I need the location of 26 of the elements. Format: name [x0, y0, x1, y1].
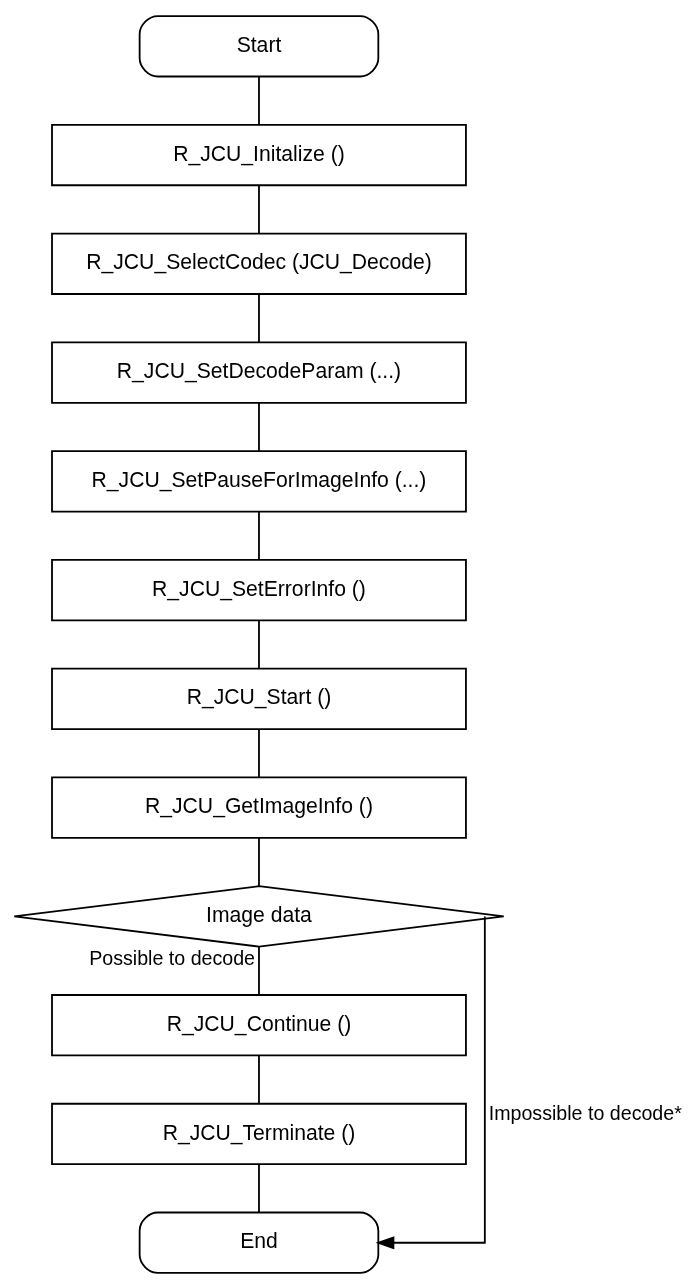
- connector: [258, 1054, 260, 1104]
- connector: [258, 727, 260, 778]
- connector: [258, 75, 260, 125]
- connector: [258, 292, 260, 343]
- node-box: R_JCU_Continue (): [51, 993, 467, 1056]
- node-diamond: Image data: [13, 884, 505, 948]
- node-box: R_JCU_Terminate (): [51, 1102, 467, 1165]
- connector: [258, 1162, 260, 1213]
- node-box: R_JCU_Initalize (): [51, 123, 467, 186]
- node-box: R_JCU_SetPauseForImageInfo (...): [51, 449, 467, 512]
- node-box: R_JCU_SelectCodec (JCU_Decode): [51, 232, 467, 295]
- node-box: End: [138, 1211, 380, 1274]
- arrow: [375, 915, 486, 1249]
- node-box: R_JCU_GetImageInfo (): [51, 776, 467, 839]
- connector: [258, 510, 260, 560]
- node-box: Start: [138, 14, 380, 77]
- node-box: R_JCU_Start (): [51, 667, 467, 730]
- connector: [258, 945, 260, 996]
- connector: [258, 619, 260, 669]
- connector: [258, 183, 260, 234]
- connector: [258, 836, 260, 887]
- node-box: R_JCU_SetDecodeParam (...): [51, 340, 467, 404]
- node-box: R_JCU_SetErrorInfo (): [51, 558, 467, 621]
- edge-label: Impossible to decode*: [488, 1101, 682, 1124]
- connector: [258, 401, 260, 452]
- edge-label: Possible to decode: [89, 946, 256, 969]
